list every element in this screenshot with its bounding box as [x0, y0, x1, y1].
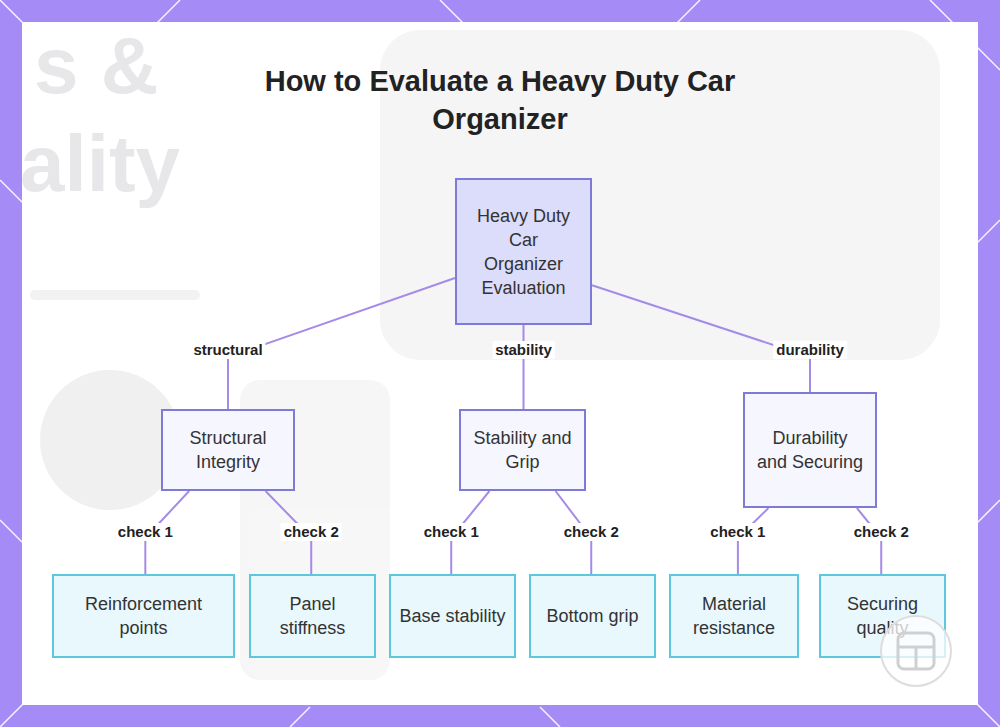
category-box: Stability and Grip — [459, 409, 586, 491]
node-text: Material resistance — [679, 592, 789, 640]
edge-label: check 2 — [561, 523, 622, 541]
node-text: Stability and Grip — [471, 426, 574, 474]
category-box: Durability and Securing — [743, 392, 877, 508]
connector-line — [592, 285, 810, 392]
photo-blur — [40, 370, 180, 510]
node-text: Bottom grip — [546, 604, 638, 628]
watermark-text: s & — [34, 20, 159, 112]
pattern-line — [290, 707, 310, 727]
edge-label: stability — [492, 341, 555, 359]
pattern-line — [0, 520, 25, 545]
pattern-line — [975, 220, 1000, 245]
connector — [523, 325, 524, 409]
icon-grid — [898, 633, 934, 669]
icon-circle — [881, 616, 951, 686]
check-box: Bottom grip — [529, 574, 656, 658]
node-text: Panel stiffness — [259, 592, 366, 640]
connector-line — [523, 325, 525, 409]
connector — [592, 285, 810, 392]
edge-label: check 1 — [421, 523, 482, 541]
pattern-line — [975, 500, 1000, 525]
title-block: How to Evaluate a Heavy Duty Car Organiz… — [230, 62, 770, 138]
photo-blur — [30, 290, 200, 300]
connector-line — [857, 508, 881, 574]
pattern-line — [540, 707, 560, 727]
watermark-icon — [878, 613, 954, 689]
check-box: Panel stiffness — [249, 574, 376, 658]
connector — [857, 508, 881, 574]
check-box: Reinforcement points — [52, 574, 235, 658]
node-text: Base stability — [399, 604, 505, 628]
watermark-text: ality — [20, 118, 180, 210]
node-text: Structural Integrity — [173, 426, 283, 474]
check-box: Material resistance — [669, 574, 799, 658]
node-text: Durability and Securing — [755, 426, 865, 474]
edge-label: structural — [190, 341, 265, 359]
connector — [738, 508, 769, 574]
node-text: Heavy Duty Car Organizer Evaluation — [475, 204, 572, 300]
edge-label: check 2 — [281, 523, 342, 541]
edge-label: durability — [773, 341, 847, 359]
diagram-title: How to Evaluate a Heavy Duty Car Organiz… — [230, 62, 770, 138]
edge-label: check 2 — [851, 523, 912, 541]
icon-grid — [915, 647, 918, 669]
check-box: Base stability — [389, 574, 516, 658]
root-node: Heavy Duty Car Organizer Evaluation — [455, 178, 592, 325]
edge-label: check 1 — [707, 523, 768, 541]
edge-label: check 1 — [115, 523, 176, 541]
category-box: Structural Integrity — [161, 409, 295, 491]
node-text: Reinforcement points — [62, 592, 225, 640]
connector-line — [738, 508, 769, 574]
